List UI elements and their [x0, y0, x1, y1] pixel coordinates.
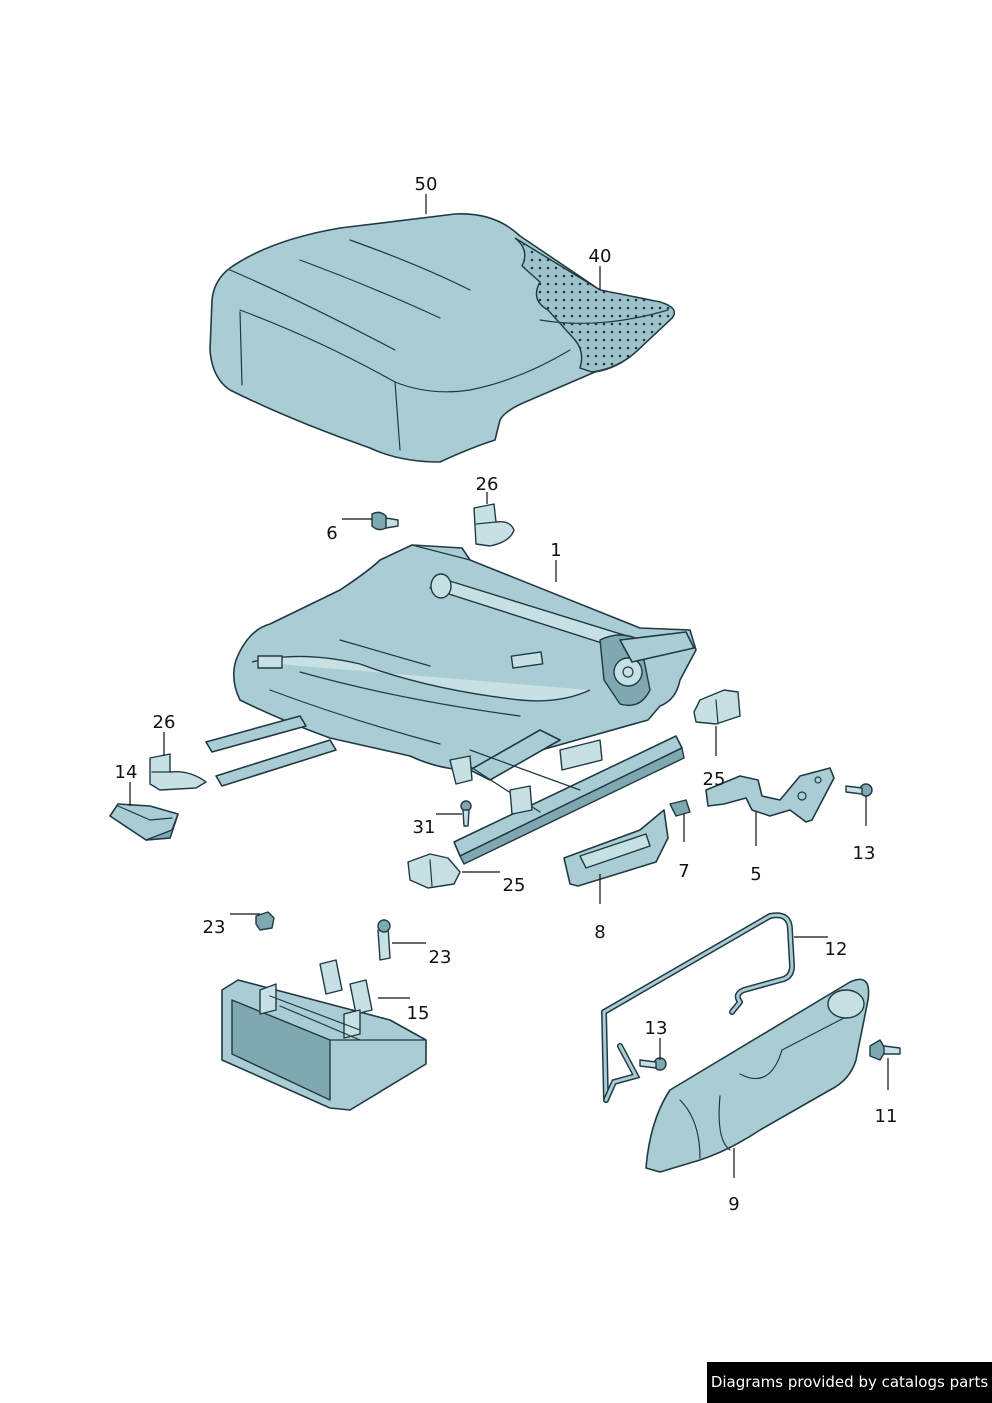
callout-25-lower: 25 — [503, 875, 526, 896]
callout-6: 6 — [326, 523, 337, 544]
end-cap-lower — [407, 853, 461, 889]
callout-7: 7 — [678, 861, 689, 882]
callout-15: 15 — [407, 1003, 430, 1024]
clip-upper — [473, 503, 515, 547]
mounting-bracket — [705, 767, 835, 823]
screw-13-lower — [639, 1057, 667, 1071]
callout-40: 40 — [589, 246, 612, 267]
screw-13-upper — [845, 783, 873, 797]
clip-lower — [149, 753, 207, 791]
callout-23-lower: 23 — [429, 947, 452, 968]
callout-12: 12 — [825, 939, 848, 960]
bolt — [371, 511, 399, 531]
nut-23 — [255, 911, 275, 931]
callout-31: 31 — [413, 817, 436, 838]
screw-31 — [460, 800, 472, 827]
callout-8: 8 — [594, 922, 605, 943]
side-cover — [645, 978, 870, 1173]
callout-13-upper: 13 — [853, 843, 876, 864]
bolt-23 — [377, 919, 391, 961]
callout-labels: 50 40 26 6 1 26 14 25 31 25 7 5 13 8 23 … — [115, 174, 898, 1215]
end-cap-upper — [693, 689, 741, 725]
front-trim-cover — [109, 803, 179, 841]
seat-rails — [205, 715, 685, 865]
side-trim-panel — [563, 809, 669, 887]
callout-25-upper: 25 — [703, 769, 726, 790]
push-fastener — [869, 1039, 901, 1061]
credit-banner: Diagrams provided by catalogs parts — [707, 1362, 992, 1403]
callout-13-lower: 13 — [645, 1018, 668, 1039]
callout-14: 14 — [115, 762, 138, 783]
seat-frame — [232, 544, 697, 771]
callout-9: 9 — [728, 1194, 739, 1215]
callout-50: 50 — [415, 174, 438, 195]
callout-5: 5 — [750, 864, 761, 885]
callout-11: 11 — [875, 1106, 898, 1127]
callout-26-upper: 26 — [476, 474, 499, 495]
storage-drawer — [221, 959, 427, 1111]
callout-1: 1 — [550, 540, 561, 561]
clip-nut — [669, 799, 691, 817]
leader-lines — [129, 194, 889, 1178]
wire-frame — [601, 912, 795, 1103]
callout-23-upper: 23 — [203, 917, 226, 938]
seat-foam-pad — [514, 237, 675, 373]
callout-26-lower: 26 — [153, 712, 176, 733]
